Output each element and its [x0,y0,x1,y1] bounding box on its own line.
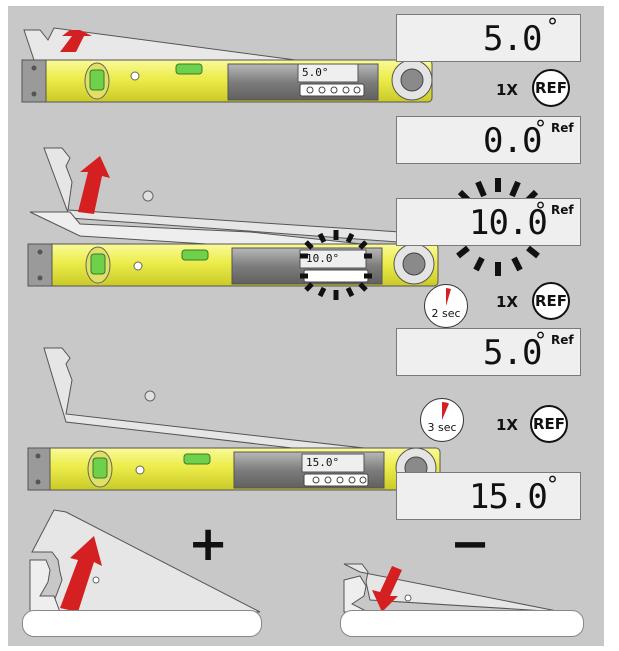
lcd-4-ref-indicator: Ref [551,333,574,347]
timer-3-label: 3 sec [427,421,457,434]
minus-sign: − [450,516,491,572]
bottom-left-surface [22,610,262,637]
plus-up-arrow [60,536,102,612]
lcd-2-value: 0.0 [483,121,542,161]
lcd-3-degree: ° [535,199,546,224]
timer-3-sec: 3 sec [420,398,464,442]
timer-2-label: 2 sec [431,307,461,320]
lcd-5-value: 15.0 [469,477,548,517]
step-2-blink-marks [300,230,372,300]
tool-2-readout: 10.0° [306,252,340,265]
plus-sign: + [188,516,229,572]
step-4-press-count: 1X [496,416,519,434]
bottom-right-surface [340,610,584,637]
lcd-4-degree: ° [535,329,546,354]
tool-4-readout: 15.0° [306,456,340,469]
lcd-display-2: 0.0 ° Ref [396,116,581,164]
ref-button-2[interactable]: REF [532,282,570,320]
lcd-display-3: 10.0 ° Ref [396,198,581,246]
lcd-5-degree: ° [547,473,558,498]
step-2-up-arrow [78,156,110,214]
lcd-3-value: 10.0 [469,203,548,243]
ref-button-1[interactable]: REF [532,69,570,107]
step-3-press-count: 1X [496,293,519,311]
lcd-display-1: 5.0 ° [396,14,581,62]
lcd-4-value: 5.0 [483,333,542,373]
ref-button-3[interactable]: REF [530,405,568,443]
lcd-display-4: 5.0 ° Ref [396,328,581,376]
timer-2-sec: 2 sec [424,284,468,328]
lcd-display-5: 15.0 ° [396,472,581,520]
tool-1-readout: 5.0° [302,66,329,79]
lcd-1-value: 5.0 [483,19,542,59]
step-1-tool [21,27,433,103]
bottom-left-illustration [29,509,261,613]
step-2-upper-arm [43,147,401,243]
lcd-2-ref-indicator: Ref [551,121,574,135]
lcd-3-ref-indicator: Ref [551,203,574,217]
lcd-1-degree: ° [547,15,558,40]
step-1-press-count: 1X [496,81,519,99]
step-2-tool [27,147,439,300]
timer-3-wedge-icon [442,402,449,420]
timer-2-wedge-icon [446,288,451,306]
lcd-2-degree: ° [535,117,546,142]
minus-down-arrow [372,566,402,612]
